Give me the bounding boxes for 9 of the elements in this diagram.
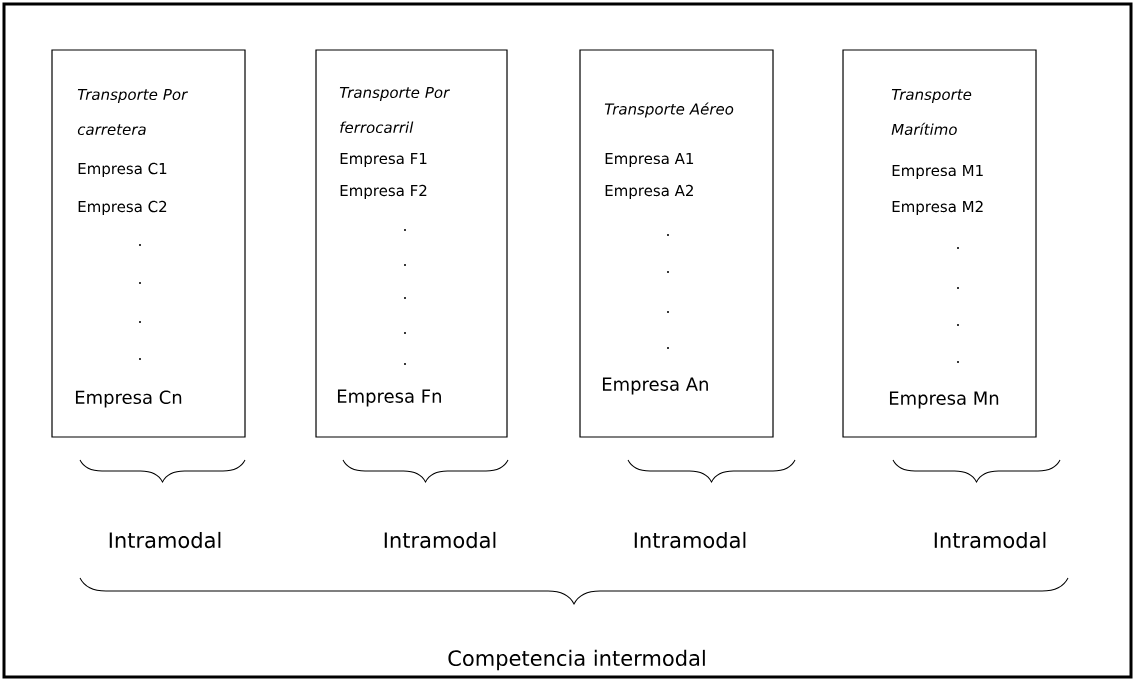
- brace-label: Competencia intermodal: [448, 649, 705, 671]
- transport-box: Transporte Marítimo Empresa M1 Empresa M2 . . . . Empresa Mn: [842, 49, 1037, 438]
- brace-label: Intramodal: [384, 531, 496, 549]
- transport-box: Transporte Aéreo Empresa A1 Empresa A2 . . . . Empresa An: [579, 49, 774, 438]
- brace-label: Intramodal: [934, 531, 1046, 549]
- brace-label: Intramodal: [109, 531, 221, 549]
- transport-box: Transporte Por ferrocarril Empresa F1 Empresa F2 . . . . . Empresa Fn: [315, 49, 508, 438]
- brace-label: Intramodal: [634, 531, 746, 549]
- transport-box: Transporte Por carretera Empresa C1 Empresa C2 . . . . Empresa Cn: [51, 49, 246, 438]
